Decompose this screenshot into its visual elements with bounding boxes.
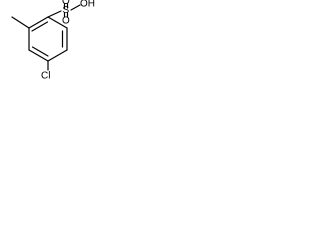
molecule-structure: S O O OH Cl — [11, 0, 95, 82]
ring-bond-top-inner — [31, 21, 49, 32]
ring-bond-lower-left — [28, 49, 49, 62]
oxygen-bottom-label: O — [62, 16, 70, 27]
ring-bond-lower-right — [47, 49, 68, 62]
carbon-sulfur-bond — [47, 10, 62, 18]
methyl-bond — [11, 16, 30, 29]
molecule-canvas: S O O OH Cl — [0, 0, 104, 91]
ring-bond-lower-left-inner — [31, 46, 49, 57]
sulfur-hydroxyl-bond — [70, 4, 81, 11]
ring-bond-top — [28, 16, 49, 29]
chlorine-label: Cl — [41, 71, 50, 82]
sulfur-label: S — [63, 5, 70, 16]
hydroxyl-label: OH — [80, 0, 95, 10]
ring-bond-upper-right — [47, 16, 68, 29]
oxygen-top-label: O — [62, 0, 70, 7]
